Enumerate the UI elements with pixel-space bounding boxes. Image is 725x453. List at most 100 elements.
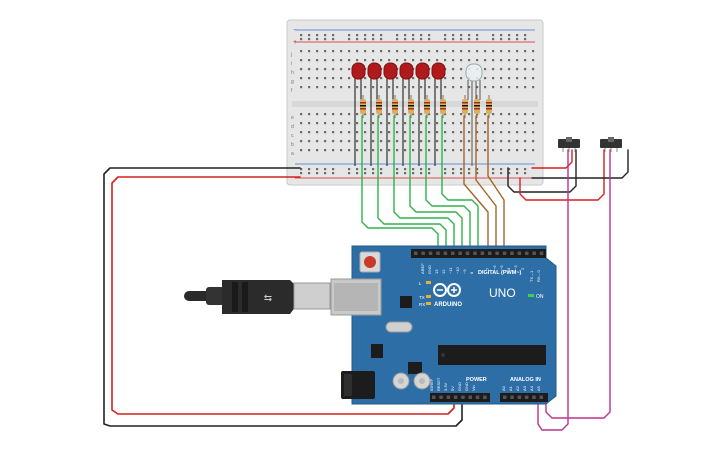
hole [460,131,463,134]
wire-green-6[interactable] [441,115,479,253]
hole [524,38,527,41]
hole [517,395,522,399]
hole [508,86,511,89]
wire-brown-3[interactable] [487,115,505,253]
hole [508,77,511,80]
led-6[interactable] [431,62,446,166]
wire-gnd[interactable] [103,167,463,427]
hole [516,86,519,89]
hole [476,38,479,41]
breadboard[interactable]: j i h g f e d c b a + − [286,19,544,186]
hole [484,113,487,116]
hole [364,131,367,134]
hole [348,131,351,134]
hole [412,38,415,41]
wire-switch1-analog[interactable] [537,149,569,431]
resistor-9[interactable] [486,95,492,118]
row-label: a [291,151,294,157]
hole [348,77,351,80]
hole [316,131,319,134]
wire-switch2-5v[interactable] [519,149,605,201]
hole [420,149,423,152]
hole [460,50,463,53]
hole [420,59,423,62]
hole [412,113,415,116]
hole [460,122,463,125]
usb-cable[interactable]: ⇆ [184,280,331,314]
slide-switch-1[interactable] [558,137,580,152]
wire-switch1-gnd[interactable] [507,149,577,193]
hole [492,140,495,143]
hole [324,172,327,175]
led-4[interactable] [399,62,414,166]
wire-5v[interactable] [111,176,455,415]
resistor-4[interactable] [408,95,414,118]
resistor-7[interactable] [462,95,468,118]
led-1[interactable] [351,62,366,166]
hole [492,122,495,125]
hole [356,34,359,37]
hole [340,68,343,71]
led-5[interactable] [415,62,430,166]
resistor-2[interactable] [376,95,382,118]
hole [444,149,447,152]
wire-brown-2[interactable] [475,115,497,253]
hole [532,68,535,71]
wire-switch2-gnd[interactable] [531,149,629,179]
hole [452,149,455,152]
wire-green-2[interactable] [377,115,447,253]
hole [364,122,367,125]
wire-brown-1[interactable] [463,115,489,253]
reset-button[interactable] [359,251,381,273]
hole [524,34,527,37]
hole [458,251,462,255]
wire-green-4[interactable] [409,115,463,253]
wire-green-3[interactable] [393,115,455,253]
hole [404,59,407,62]
hole [380,38,383,41]
pin-label: 2 [520,267,525,270]
led-3[interactable] [383,62,398,166]
hole [468,86,471,89]
hole [316,172,319,175]
hole [492,131,495,134]
hole [476,122,479,125]
resistors [360,95,492,118]
resistor-1[interactable] [360,95,366,118]
hole [324,77,327,80]
resistor-5[interactable] [424,95,430,118]
hole [420,113,423,116]
resistor-8[interactable] [474,95,480,118]
wire-green-5[interactable] [425,115,471,253]
hole [492,77,495,80]
hole [460,86,463,89]
hole [324,38,327,41]
hole [452,140,455,143]
pin-label: A1 [508,385,513,391]
hole [452,77,455,80]
hole [372,140,375,143]
hole [524,395,529,399]
led-2[interactable] [367,62,382,166]
slide-switch-2[interactable] [600,137,622,152]
analog-header [500,393,548,402]
wire-switch2-analog[interactable] [545,149,611,419]
hole [532,113,535,116]
rgb-led[interactable] [465,63,483,166]
resistor-6[interactable] [440,95,446,118]
hole [316,68,319,71]
arduino-uno[interactable]: ARDUINO UNO DIGITAL (PWM~) ANALOG IN POW… [330,245,557,405]
wire-green-1[interactable] [361,115,439,253]
hole [324,86,327,89]
hole [532,149,535,152]
hole [428,86,431,89]
hole [508,38,511,41]
hole [380,50,383,53]
hole [420,122,423,125]
wire-switch1-5v[interactable] [531,149,573,169]
resistor-3[interactable] [392,95,398,118]
rail-minus-label: − [293,27,297,34]
hole [436,131,439,134]
hole [468,59,471,62]
hole [508,59,511,62]
